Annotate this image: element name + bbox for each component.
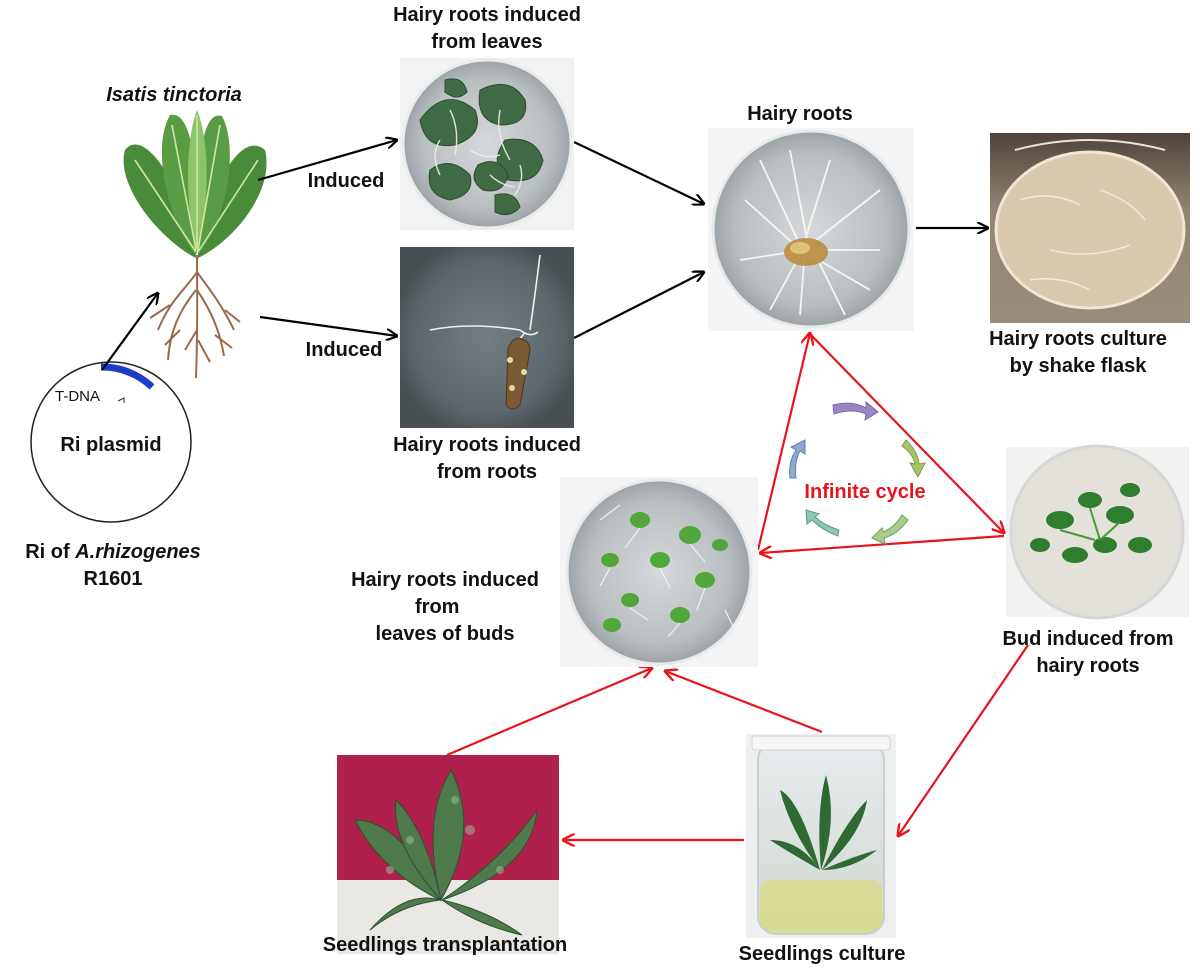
ri-plasmid-diagram bbox=[30, 361, 192, 523]
arrow-transplant-to-buds-dish bbox=[446, 668, 652, 757]
seedlings-transplantation-label: Seedlings transplantation bbox=[322, 934, 568, 956]
hairy-roots-from-leaves-of-buds-label: Hairy roots induced from leaves of buds bbox=[330, 567, 560, 648]
infinite-cycle-arrows bbox=[789, 400, 926, 545]
arrow-bud-to-seedlings-culture bbox=[898, 644, 1029, 836]
black-arrows bbox=[101, 140, 988, 371]
arrow-root-dish-to-hairy-roots bbox=[573, 272, 704, 339]
infinite-cycle-label: Infinite cycle bbox=[804, 481, 926, 503]
label-line: Hairy roots culture bbox=[989, 328, 1167, 350]
label-line: by shake flask bbox=[1009, 355, 1147, 377]
label-line: Hairy roots induced bbox=[393, 4, 581, 26]
label-line: from leaves bbox=[431, 31, 543, 53]
induced-label-lower: Induced bbox=[305, 339, 383, 361]
root-explant bbox=[505, 337, 531, 410]
arrow-seedlings-culture-to-buds-dish bbox=[665, 671, 823, 734]
bud-from-hairy-roots-label: Bud induced from hairy roots bbox=[984, 626, 1192, 680]
cycle-arrow-right bbox=[901, 439, 926, 479]
label-line: Hairy roots induced bbox=[351, 569, 539, 591]
hairy-roots-from-leaves-label: Hairy roots induced from leaves bbox=[360, 2, 614, 56]
hairy-roots-from-roots-label: Hairy roots induced from roots bbox=[360, 432, 614, 486]
tdna-label: T-DNA bbox=[55, 388, 100, 405]
arrow-hairy-roots-to-bud bbox=[810, 334, 1004, 533]
photo-hairy-roots-from-leaves-of-buds bbox=[560, 477, 758, 667]
photo-shake-flask-culture bbox=[990, 133, 1190, 323]
arrow-plasmid-to-plant bbox=[101, 293, 158, 371]
arrow-plant-to-leaf-dish bbox=[257, 140, 397, 182]
label-line: hairy roots bbox=[1036, 655, 1140, 677]
arrow-bud-to-buds-dish bbox=[760, 534, 1005, 553]
label-line: from bbox=[415, 596, 460, 618]
cycle-arrow-bottom-right bbox=[871, 514, 909, 545]
ri-of-strain-label: Ri of A.rhizogenes R1601 bbox=[0, 539, 226, 593]
ri-of-prefix: Ri of bbox=[25, 541, 76, 563]
tdna-segment bbox=[100, 363, 155, 390]
label-line: Bud induced from bbox=[1002, 628, 1174, 650]
plant-leaves bbox=[123, 110, 267, 258]
cycle-arrow-bottom-left bbox=[805, 509, 840, 537]
strain-label: R1601 bbox=[83, 568, 143, 590]
seedlings-culture-label: Seedlings culture bbox=[738, 943, 906, 965]
species-label: Isatis tinctoria bbox=[106, 84, 242, 106]
photo-hairy-roots-from-roots bbox=[400, 247, 574, 428]
label-line: Ri of A.rhizogenes bbox=[0, 539, 226, 566]
plant-roots bbox=[149, 254, 241, 379]
photo-seedlings-transplantation bbox=[337, 755, 559, 954]
arrow-buds-dish-to-hairy-roots bbox=[756, 333, 810, 551]
photo-hairy-roots-from-leaves bbox=[400, 58, 574, 230]
ri-plasmid-label: Ri plasmid bbox=[60, 434, 162, 456]
label-line: leaves of buds bbox=[375, 623, 515, 645]
induced-label-upper: Induced bbox=[307, 170, 385, 192]
cycle-arrow-left bbox=[789, 439, 806, 479]
hairy-roots-label: Hairy roots bbox=[747, 103, 853, 125]
arrow-plant-to-root-dish bbox=[259, 315, 397, 336]
photo-hairy-roots bbox=[708, 128, 914, 331]
ri-of-species: A.rhizogenes bbox=[75, 541, 201, 563]
photo-bud-from-hairy-roots bbox=[1006, 444, 1189, 620]
photo-seedlings-culture bbox=[746, 734, 896, 938]
isatis-plant-illustration bbox=[123, 110, 267, 379]
label-line: from roots bbox=[437, 461, 537, 483]
red-arrows bbox=[446, 333, 1029, 840]
label-line: Hairy roots induced bbox=[393, 434, 581, 456]
shake-flask-culture-label: Hairy roots culture by shake flask bbox=[966, 326, 1190, 380]
arrow-leaf-dish-to-hairy-roots bbox=[573, 141, 704, 204]
cycle-arrow-top bbox=[832, 400, 879, 422]
